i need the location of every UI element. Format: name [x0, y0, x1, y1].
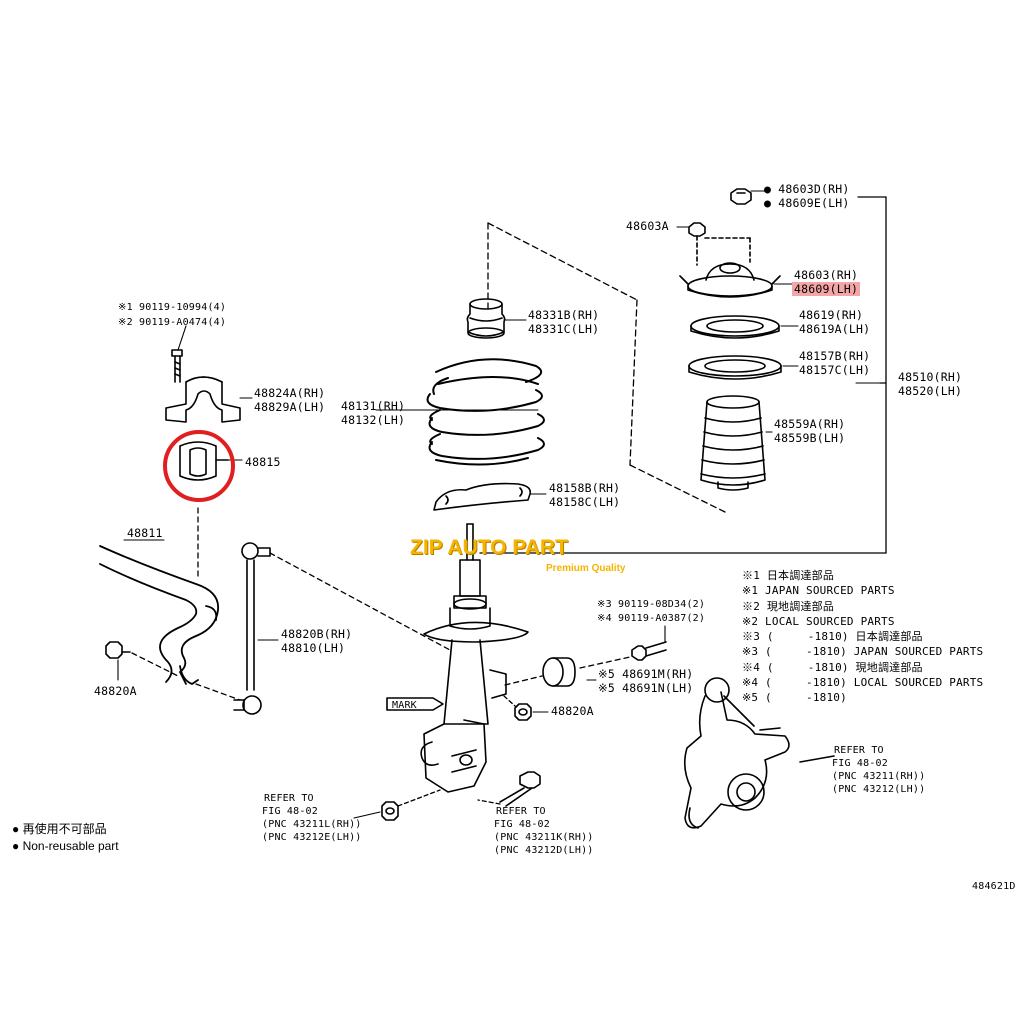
watermark-brand: ZIP AUTO PART — [410, 536, 568, 559]
label-48559B[interactable]: 48559B(LH) — [774, 431, 846, 445]
nut-48603A — [688, 222, 706, 237]
legend-en: ● Non-reusable part — [12, 839, 119, 853]
label-48691N[interactable]: ※5 48691N(LH) — [598, 681, 694, 695]
bearing — [690, 315, 780, 339]
label-bolt-2[interactable]: ※2 90119-A0474(4) — [118, 317, 227, 328]
stabilizer-bar — [99, 545, 219, 685]
refer-line: FIG 48-02 — [494, 819, 550, 830]
label-48619A[interactable]: 48619A(LH) — [799, 322, 871, 336]
label-48131[interactable]: 48131(RH) — [341, 399, 406, 413]
label-48619[interactable]: 48619(RH) — [799, 308, 864, 322]
label-48810[interactable]: 48810(LH) — [281, 641, 346, 655]
note-line: ※4 ( -1810) 現地調達部品 — [742, 660, 923, 674]
refer-block-knuckle[interactable]: REFER TO FIG 48-02 (PNC 43211(RH)) (PNC … — [832, 744, 925, 796]
refer-line: REFER TO — [264, 793, 314, 804]
label-48609E[interactable]: ● 48609E(LH) — [764, 196, 850, 210]
label-48815[interactable]: 48815 — [245, 455, 281, 469]
label-48331C[interactable]: 48331C(LH) — [528, 322, 600, 336]
dust-boot — [700, 395, 766, 491]
spring-upper-insulator — [688, 355, 782, 380]
note-line: ※1 JAPAN SOURCED PARTS — [742, 584, 895, 598]
note-line: ※1 日本調達部品 — [742, 569, 835, 582]
label-48829A[interactable]: 48829A(LH) — [254, 400, 326, 414]
assembly-bracket — [479, 196, 887, 554]
label-48824A[interactable]: 48824A(RH) — [254, 386, 326, 400]
coil-spring — [426, 358, 545, 466]
refer-line: (PNC 43212D(LH)) — [494, 845, 594, 856]
refer-line: (PNC 43211L(RH)) — [262, 819, 362, 830]
label-48811[interactable]: 48811 — [127, 526, 163, 540]
label-48609-highlighted[interactable]: 48609(LH) — [792, 282, 861, 296]
refer-line: (PNC 43212E(LH)) — [262, 832, 362, 843]
note-line: ※3 ( -1810) JAPAN SOURCED PARTS — [742, 645, 984, 659]
link-nut-right — [514, 703, 532, 721]
note-line: ※2 現地調達部品 — [742, 599, 835, 613]
label-48820B[interactable]: 48820B(RH) — [281, 627, 353, 641]
label-48157B[interactable]: 48157B(RH) — [799, 349, 871, 363]
refer-block-bolt[interactable]: REFER TO FIG 48-02 (PNC 43211K(RH)) (PNC… — [494, 805, 594, 857]
cam-washer — [542, 657, 576, 687]
watermark-tagline: Premium Quality — [546, 563, 626, 574]
bushing-bracket — [165, 376, 241, 423]
label-bolt-3[interactable]: ※3 90119-08D34(2) — [597, 599, 706, 610]
note-line: ※2 LOCAL SOURCED PARTS — [742, 614, 895, 628]
note-line: ※3 ( -1810) 日本調達部品 — [742, 630, 923, 644]
label-48520[interactable]: 48520(LH) — [898, 384, 963, 398]
label-48820A-left[interactable]: 48820A — [94, 684, 137, 698]
steering-knuckle — [683, 677, 790, 829]
note-line: ※5 ( -1810) — [742, 691, 847, 705]
label-48603D[interactable]: ● 48603D(RH) — [764, 182, 850, 196]
label-48691M[interactable]: ※5 48691M(RH) — [598, 667, 694, 681]
legend-jp: ● 再使用不可部品 — [12, 822, 107, 836]
knuckle-nut — [381, 801, 399, 821]
label-bolt-1[interactable]: ※1 90119-10994(4) — [118, 302, 227, 313]
upper-support — [679, 262, 781, 298]
refer-line: REFER TO — [496, 806, 546, 817]
figure-id: 484621D — [972, 881, 1016, 892]
label-bolt-4[interactable]: ※4 90119-A0387(2) — [597, 613, 706, 624]
link-nut-left — [105, 641, 131, 659]
bump-stopper — [466, 298, 506, 339]
stabilizer-link — [233, 542, 271, 715]
mark-label: MARK — [392, 700, 417, 711]
refer-line: (PNC 43211(RH)) — [832, 771, 926, 782]
bracket-bolt — [171, 349, 183, 383]
label-48158B[interactable]: 48158B(RH) — [549, 481, 621, 495]
highlight-circle — [163, 430, 235, 502]
label-48603A[interactable]: 48603A — [626, 219, 669, 233]
mark-arrow — [386, 697, 444, 711]
sourcing-notes: ※1 日本調達部品 ※1 JAPAN SOURCED PARTS ※2 現地調達… — [742, 568, 983, 706]
refer-block-nut[interactable]: REFER TO FIG 48-02 (PNC 43211L(RH)) (PNC… — [262, 792, 362, 844]
label-48157C[interactable]: 48157C(LH) — [799, 363, 871, 377]
refer-line: REFER TO — [834, 745, 884, 756]
refer-line: (PNC 43212(LH)) — [832, 784, 926, 795]
knuckle-bolt — [499, 771, 541, 807]
refer-line: FIG 48-02 — [832, 758, 888, 769]
label-48603[interactable]: 48603(RH) — [794, 268, 859, 282]
shock-absorber — [420, 523, 529, 793]
label-48132[interactable]: 48132(LH) — [341, 413, 406, 427]
figure-id-clip: 484621D — [972, 880, 1024, 894]
upper-nut — [730, 188, 752, 205]
label-48820A-right[interactable]: 48820A — [551, 704, 594, 718]
spring-lower-insulator — [433, 482, 532, 511]
label-48158C[interactable]: 48158C(LH) — [549, 495, 621, 509]
stabilizer-bushing — [179, 441, 229, 481]
label-48510[interactable]: 48510(RH) — [898, 370, 963, 384]
label-48331B[interactable]: 48331B(RH) — [528, 308, 600, 322]
refer-line: (PNC 43211K(RH)) — [494, 832, 594, 843]
refer-line: FIG 48-02 — [262, 806, 318, 817]
note-line: ※4 ( -1810) LOCAL SOURCED PARTS — [742, 676, 984, 690]
cam-bolt — [631, 641, 667, 661]
label-48559A[interactable]: 48559A(RH) — [774, 417, 846, 431]
